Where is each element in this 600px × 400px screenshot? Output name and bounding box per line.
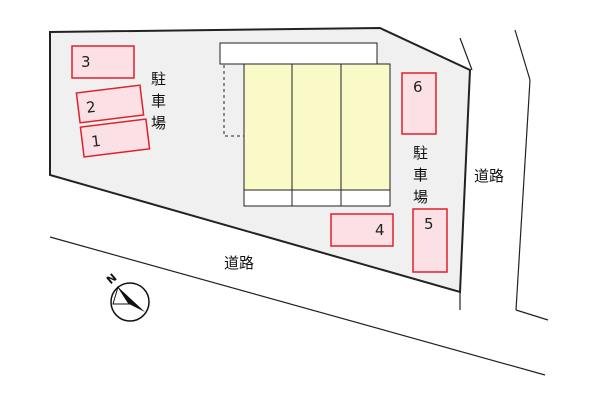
road-east-edge-right (514, 29, 531, 81)
parking-space-number: 2 (85, 98, 97, 117)
road-east-edge-right-foot (515, 309, 549, 321)
parking-label-char: 車 (413, 166, 428, 184)
building-unit-1 (243, 63, 293, 191)
parking-label-char: 駐 (413, 144, 428, 162)
building-balcony-strip (243, 189, 391, 207)
parking-space-number: 6 (413, 78, 423, 96)
parking-label-char: 車 (151, 92, 166, 110)
building-unit-2 (291, 63, 342, 191)
north-label: N (104, 271, 119, 287)
road-label-south: 道路 (224, 254, 254, 272)
parking-space-6: 6 (401, 72, 437, 135)
road-east-edge-left (459, 37, 473, 71)
building-unit-3 (340, 63, 391, 191)
parking-space-number: 1 (90, 132, 102, 151)
parking-space-number: 5 (424, 215, 434, 233)
north-compass-icon: N (104, 271, 150, 322)
road-label-east: 道路 (474, 167, 504, 185)
parking-label-char: 駐 (151, 70, 166, 88)
parking-label-char: 場 (413, 188, 428, 206)
parking-space-number: 3 (81, 53, 91, 71)
parking-space-5: 5 (412, 208, 448, 273)
building-roof-strip (219, 42, 378, 65)
road-east-edge-right-mid (515, 79, 531, 311)
parking-space-2: 2 (75, 84, 145, 124)
parking-space-3: 3 (71, 45, 135, 79)
parking-space-1: 1 (79, 118, 151, 158)
parking-space-number: 4 (375, 221, 385, 239)
parking-label-left: 駐 車 場 (151, 70, 166, 132)
building (219, 42, 391, 207)
road-south-edge-upper (49, 236, 546, 376)
parking-space-4: 4 (330, 213, 394, 247)
parking-label-char: 場 (151, 114, 166, 132)
parking-label-right: 駐 車 場 (413, 144, 428, 206)
